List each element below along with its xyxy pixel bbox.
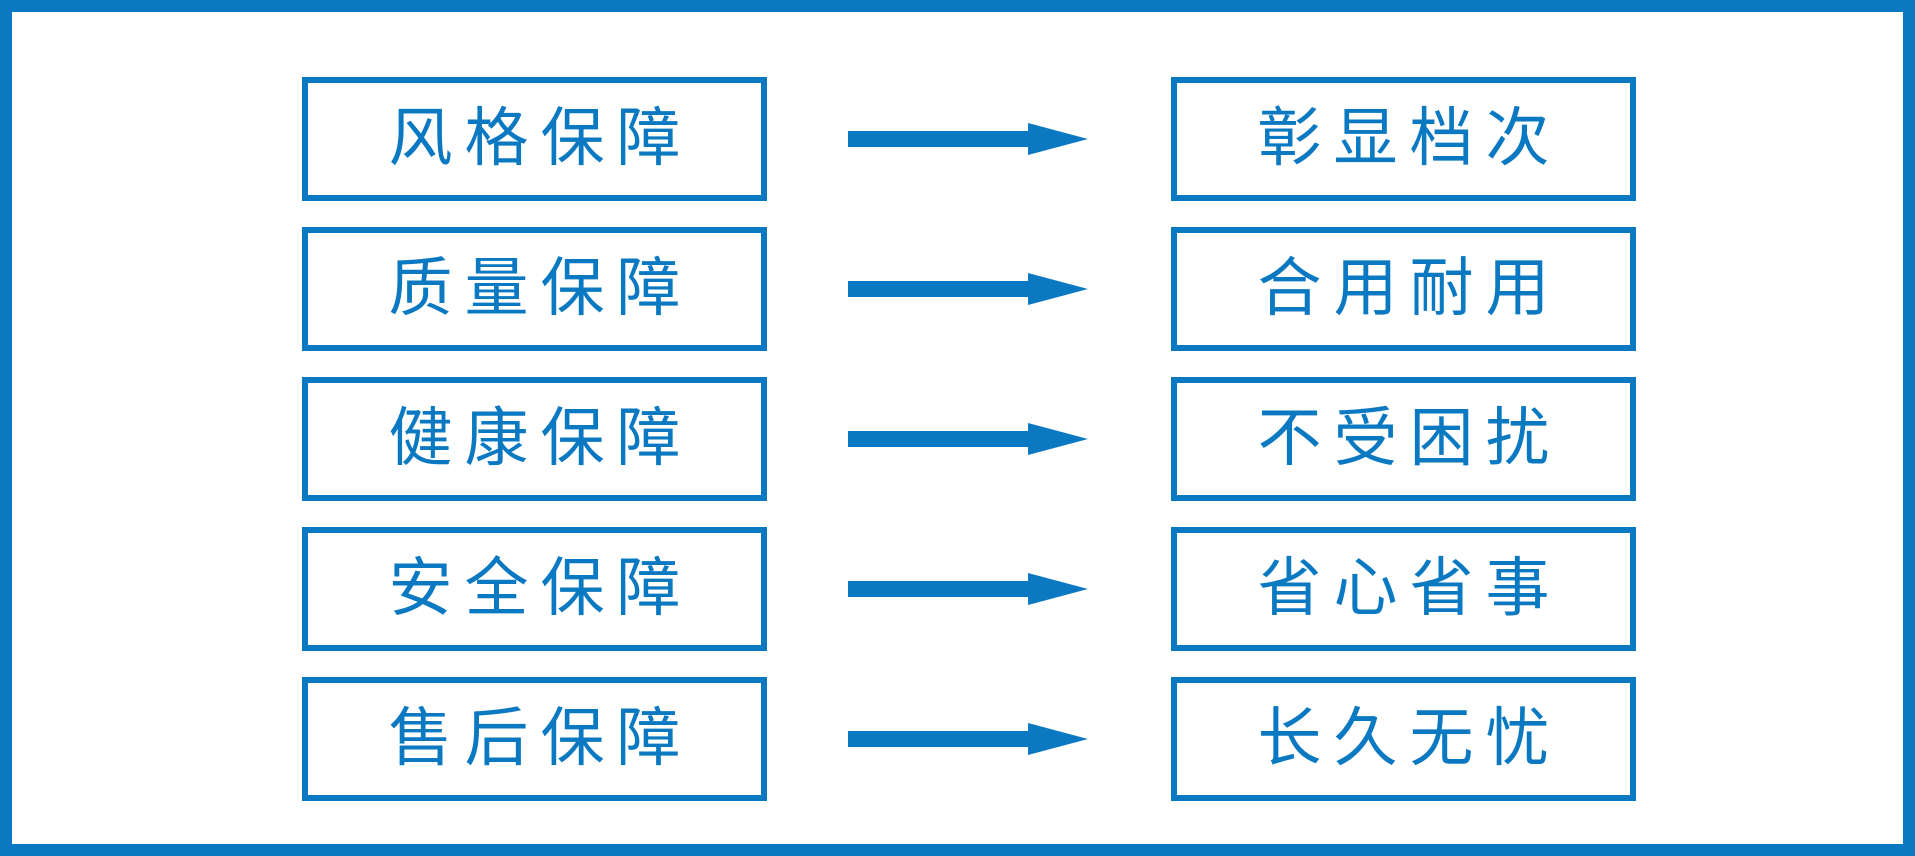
benefit-label: 省心省事 [1257,552,1562,626]
mapping-row: 质量保障 合用耐用 [12,227,1915,351]
arrow-right-icon [848,573,1088,605]
guarantee-label: 质量保障 [388,252,693,326]
mapping-row: 风格保障 彰显档次 [12,77,1915,201]
benefit-label: 合用耐用 [1257,252,1562,326]
guarantee-box: 安全保障 [302,527,767,651]
guarantee-box: 风格保障 [302,77,767,201]
mapping-row: 售后保障 长久无忧 [12,677,1915,801]
guarantee-box: 健康保障 [302,377,767,501]
guarantee-label: 售后保障 [388,702,693,776]
arrow-right-icon [848,423,1088,455]
arrow-right-icon [848,273,1088,305]
guarantee-label: 安全保障 [388,552,693,626]
benefit-box: 长久无忧 [1171,677,1636,801]
mapping-row: 安全保障 省心省事 [12,527,1915,651]
benefit-box: 省心省事 [1171,527,1636,651]
arrow-right-icon [848,723,1088,755]
arrow-right-icon [848,123,1088,155]
guarantee-box: 质量保障 [302,227,767,351]
benefit-box: 彰显档次 [1171,77,1636,201]
benefit-label: 彰显档次 [1257,102,1562,176]
benefit-box: 不受困扰 [1171,377,1636,501]
guarantee-box: 售后保障 [302,677,767,801]
guarantee-label: 风格保障 [388,102,693,176]
benefit-label: 长久无忧 [1257,702,1562,776]
benefit-label: 不受困扰 [1257,402,1562,476]
mapping-row: 健康保障 不受困扰 [12,377,1915,501]
guarantee-label: 健康保障 [388,402,693,476]
benefit-box: 合用耐用 [1171,227,1636,351]
